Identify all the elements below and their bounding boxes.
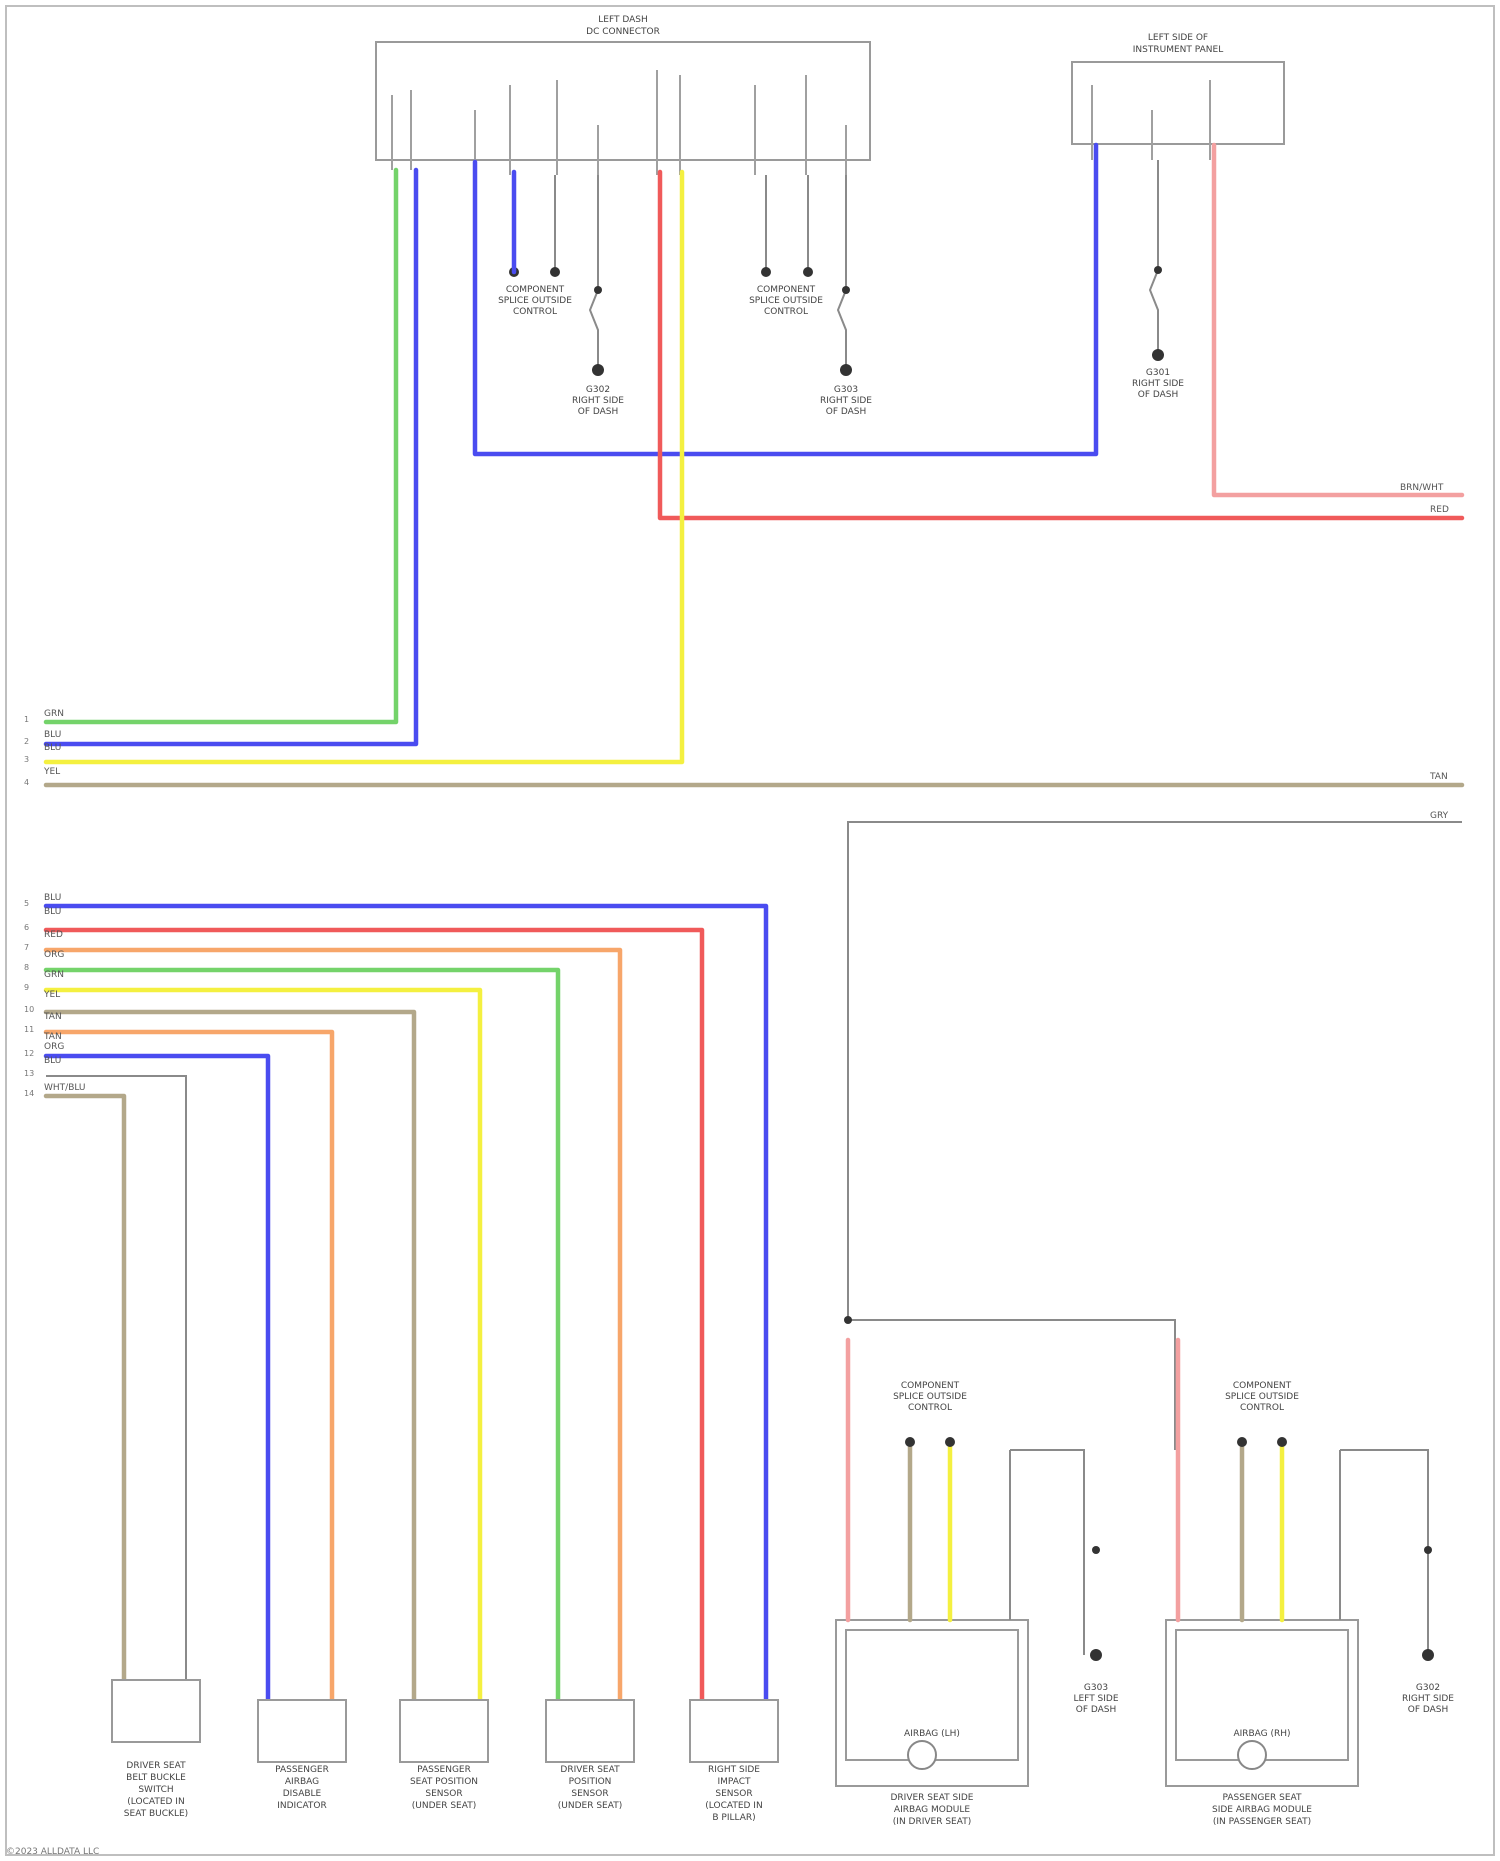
svg-text:4: 4	[24, 778, 29, 787]
svg-text:7: 7	[24, 943, 29, 952]
wire-label-left-3: BLU	[44, 743, 61, 753]
wire-label-bottom-4: ORG	[44, 950, 64, 960]
left-dash-connector: LEFT DASH DC CONNECTOR	[376, 15, 870, 160]
wire-yellow-top	[46, 172, 682, 762]
wire-label-bottom-11: WHT/BLU	[44, 1083, 86, 1093]
wire-label-bottom-3: RED	[44, 930, 63, 940]
driver-airbag-inner: AIRBAG (LH)	[904, 1729, 960, 1739]
wire-pink-right	[1214, 145, 1462, 495]
wire-label-bottom-1: BLU	[44, 893, 61, 903]
bottom-modules	[112, 1680, 778, 1762]
wire-blue-1	[46, 906, 766, 1700]
svg-text:1: 1	[24, 715, 29, 724]
junction-block: LEFT SIDE OF INSTRUMENT PANEL	[1072, 33, 1284, 144]
svg-text:9: 9	[24, 983, 29, 992]
wire-blue-top	[46, 170, 416, 744]
svg-text:14: 14	[24, 1089, 34, 1098]
wire-label-bottom-7: TAN	[43, 1012, 62, 1022]
wire-label-bottom-5: GRN	[44, 970, 64, 980]
wire-label-right-2: RED	[1430, 505, 1449, 515]
airbag-wiring	[844, 1316, 1434, 1661]
wire-label-right-1: BRN/WHT	[1400, 483, 1444, 493]
svg-text:13: 13	[24, 1069, 34, 1078]
wire-label-left-1: GRN	[44, 709, 64, 719]
wire-label-left-5: TAN	[1429, 772, 1448, 782]
svg-text:10: 10	[24, 1005, 34, 1014]
svg-text:11: 11	[24, 1025, 34, 1034]
wire-label-right-3: GRY	[1430, 811, 1449, 821]
wire-blue-2	[46, 1056, 268, 1700]
copyright-footer: ©2023 ALLDATA LLC	[6, 1847, 99, 1857]
edge-wire-labels: BRN/WHT RED GRY GRN BLU BLU YEL TAN BLU …	[43, 483, 1449, 1093]
wire-red-main	[660, 172, 1462, 518]
wire-label-bottom-8: TAN	[43, 1032, 62, 1042]
connector-subtitle: DC CONNECTOR	[586, 27, 660, 37]
junction-subtitle: INSTRUMENT PANEL	[1133, 45, 1223, 55]
svg-text:12: 12	[24, 1049, 34, 1058]
wire-label-left-4: YEL	[43, 767, 60, 777]
wire-red-1	[46, 930, 702, 1700]
svg-text:8: 8	[24, 963, 29, 972]
passenger-airbag-inner: AIRBAG (RH)	[1233, 1729, 1290, 1739]
connector-title: LEFT DASH	[598, 15, 648, 25]
wire-label-bottom-6: YEL	[43, 990, 60, 1000]
wire-tan-2	[46, 1096, 124, 1680]
wire-green-top	[46, 170, 396, 722]
wire-label-left-2: BLU	[44, 730, 61, 740]
svg-text:3: 3	[24, 755, 29, 764]
wire-tan-1	[46, 1012, 414, 1700]
svg-text:2: 2	[24, 737, 29, 746]
wire-label-bottom-2: BLU	[44, 907, 61, 917]
wire-label-bottom-10: BLU	[44, 1056, 61, 1066]
junction-title: LEFT SIDE OF	[1148, 33, 1208, 43]
wire-orange-2	[46, 1032, 332, 1700]
svg-text:6: 6	[24, 923, 29, 932]
svg-text:5: 5	[24, 899, 29, 908]
wire-white-1	[46, 1076, 186, 1680]
wire-gray-right	[848, 822, 1462, 1450]
wire-label-bottom-9: ORG	[44, 1042, 64, 1052]
ground-wires-top	[509, 160, 1164, 376]
